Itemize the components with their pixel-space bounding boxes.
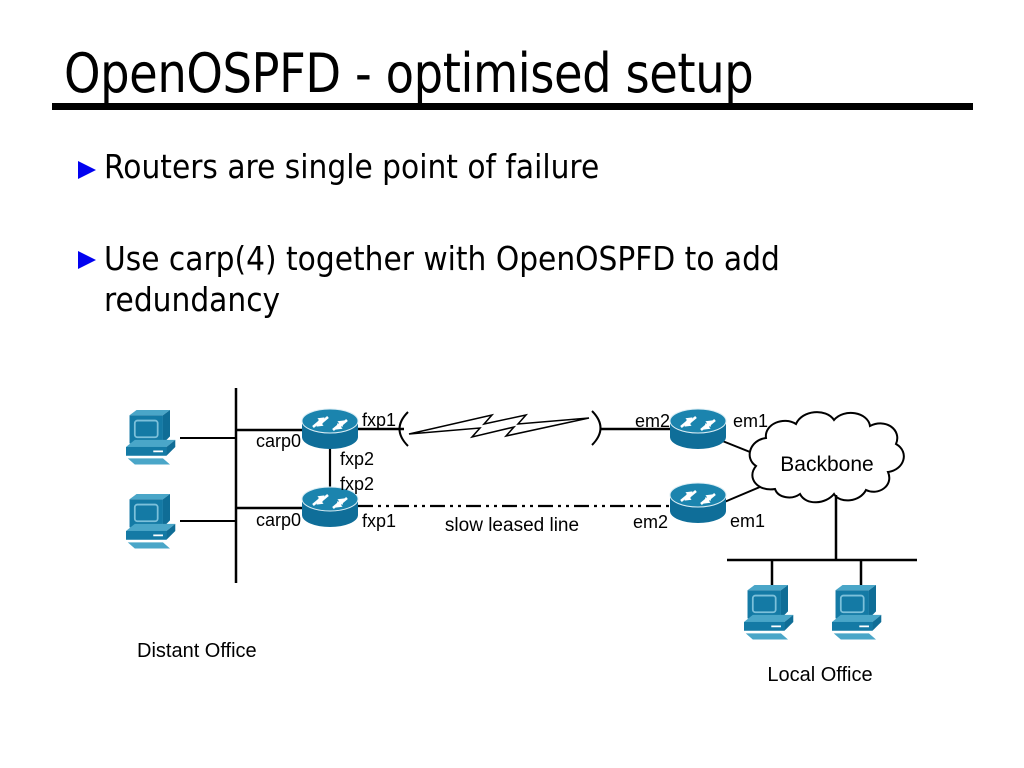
- router-icon: [302, 409, 358, 449]
- label-em2-bottom: em2: [633, 512, 668, 532]
- link-break-arc-right: [591, 410, 602, 446]
- router-icon: [670, 483, 726, 523]
- label-carp0-top: carp0: [256, 431, 301, 451]
- computer-icon: [831, 584, 883, 641]
- label-em1-bottom: em1: [730, 511, 765, 531]
- label-fxp1-bottom: fxp1: [362, 511, 396, 531]
- label-fxp1-top: fxp1: [362, 410, 396, 430]
- computer-icon: [125, 493, 177, 550]
- title-underline: [52, 103, 973, 110]
- computer-icon: [125, 409, 177, 466]
- label-em2-top: em2: [635, 411, 670, 431]
- lightning-bolt-icon: [408, 413, 590, 439]
- bullet-item-2: Use carp(4) together with OpenOSPFD to a…: [104, 238, 780, 320]
- backbone-cloud: [748, 411, 905, 504]
- bullet-line: Routers are single point of failure: [104, 147, 600, 186]
- label-em1-top: em1: [733, 411, 768, 431]
- label-fxp2-top: fxp2: [340, 449, 374, 469]
- bullet-item-1: Routers are single point of failure: [104, 146, 599, 187]
- label-distant-office: Distant Office: [137, 640, 257, 662]
- bullet-line: redundancy: [104, 280, 281, 319]
- bullet-line: Use carp(4) together with OpenOSPFD to a…: [104, 239, 780, 278]
- router-icon: [670, 409, 726, 449]
- computer-icon: [743, 584, 795, 641]
- link-break-arc-left: [398, 411, 409, 447]
- bullet-triangle-icon: [78, 251, 96, 269]
- label-backbone: Backbone: [780, 453, 873, 476]
- label-fxp2-bottom: fxp2: [340, 474, 374, 494]
- bullet-triangle-icon: [78, 161, 96, 179]
- label-slow-leased-line: slow leased line: [445, 515, 579, 536]
- page-title: OpenOSPFD - optimised setup: [64, 42, 754, 105]
- label-local-office: Local Office: [767, 664, 872, 686]
- label-carp0-bottom: carp0: [256, 510, 301, 530]
